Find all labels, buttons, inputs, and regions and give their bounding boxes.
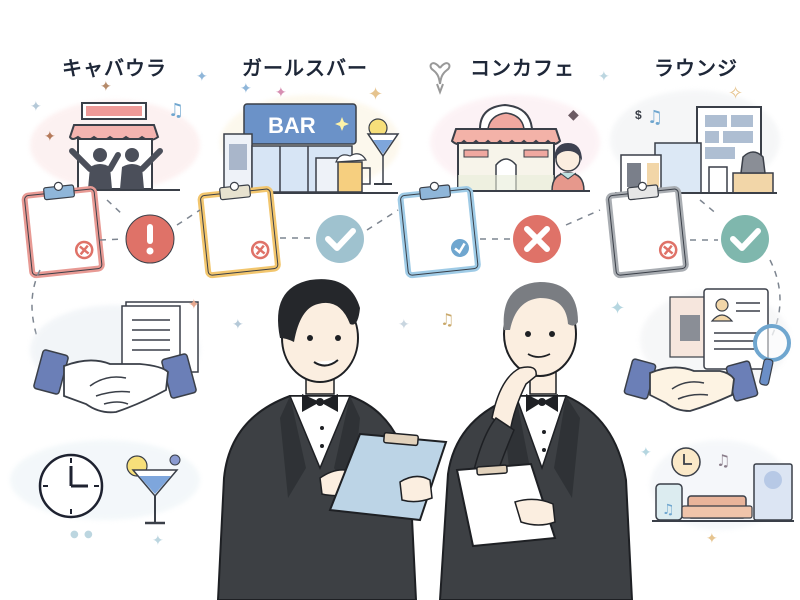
sparkle-icon: ✦ [152, 533, 164, 549]
clock-icon [38, 453, 104, 519]
bar-storefront-icon: BAR [220, 103, 400, 194]
handshake-resume-magnifier-icon [623, 288, 791, 412]
sparkle-icon: ✦ [100, 79, 112, 95]
clipboard-cabaret[interactable] [21, 181, 106, 279]
warning-icon [125, 214, 175, 264]
sparkle-icon: ✦ [640, 445, 652, 461]
category-title-lounge: ラウンジ [654, 56, 738, 80]
cabaret-storefront-icon [65, 102, 180, 191]
dot-icon: ● [70, 529, 79, 540]
sparkle-icon: ✦ [398, 317, 410, 333]
sparkle-icon: ✦ [188, 297, 200, 313]
category-title-concept-cafe: コンカフェ [470, 56, 575, 80]
svg-text:♫: ♫ [716, 451, 730, 470]
blue-clipboard[interactable] [320, 432, 450, 522]
sparkle-icon: ◆ [568, 107, 579, 123]
approved-check-icon [721, 215, 769, 263]
music-note-icon: ♫ [168, 100, 185, 121]
music-note-icon: ♫ [440, 310, 455, 329]
sparkle-icon: ✦ [706, 531, 718, 547]
approved-check-icon [316, 215, 364, 263]
clipboard-concept-cafe[interactable] [397, 181, 482, 279]
sparkle-icon: ✦ [368, 84, 384, 105]
sparkle-icon: ✦ [610, 298, 626, 319]
sparkle-icon: ✦ [232, 317, 244, 333]
rejected-x-icon [513, 215, 561, 263]
dollar-sign: $ [635, 108, 642, 122]
sparkle-icon: ✦ [30, 99, 42, 115]
sparkle-icon: ✦ [240, 81, 252, 97]
bar-sign-text: BAR [268, 113, 316, 138]
svg-text:♫: ♫ [662, 502, 675, 518]
concept-cafe-storefront-icon [450, 103, 590, 192]
category-title-girls-bar: ガールスバー [242, 56, 368, 80]
handshake-document-icon [33, 301, 199, 414]
clipboard-lounge[interactable] [605, 181, 690, 279]
white-clipboard[interactable] [455, 462, 560, 548]
lounge-sofa-icon: ♫ ♫ [652, 447, 794, 522]
dot-icon: ● [84, 529, 93, 540]
category-title-cabaret: キャバウラ [62, 56, 167, 80]
senior-staff-character [438, 282, 634, 600]
sparkle-icon: ✦ [598, 69, 610, 85]
sparkle-icon: ✦ [196, 69, 208, 85]
svg-text:♫: ♫ [647, 107, 663, 128]
heart-decoration-icon [429, 62, 451, 95]
sparkle-icon: ✧ [728, 83, 744, 104]
lounge-building-icon: $ ♫ [615, 106, 777, 194]
sparkle-icon: ✦ [44, 129, 56, 145]
clipboard-girls-bar[interactable] [197, 181, 282, 279]
cocktail-icon [126, 454, 181, 525]
sparkle-icon: ✦ [275, 85, 287, 101]
